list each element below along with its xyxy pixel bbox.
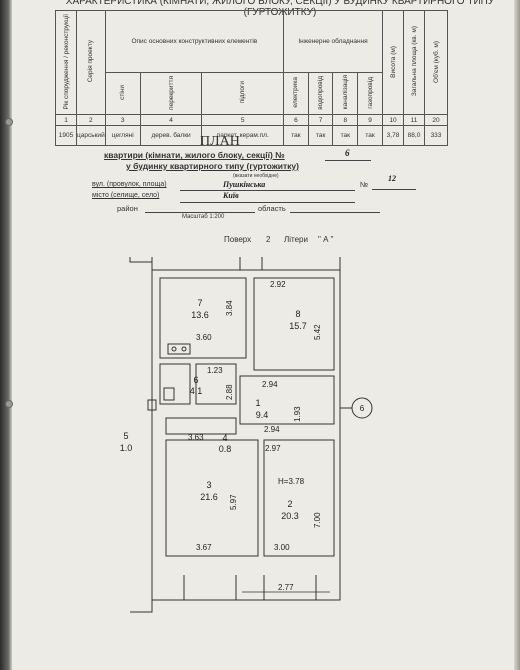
room-no: 5 bbox=[123, 431, 128, 441]
binder-hole bbox=[5, 118, 13, 126]
th-engineering-group: Інженерне обладнання bbox=[283, 10, 383, 73]
room-3-outline bbox=[165, 439, 259, 557]
room-area: 9.4 bbox=[256, 410, 269, 420]
dimension: 7.00 bbox=[313, 512, 322, 528]
dimension: 3.84 bbox=[225, 300, 234, 316]
street-value: Пушкінська bbox=[223, 180, 266, 189]
cell-electric: так bbox=[283, 125, 309, 146]
apartment-outline bbox=[151, 269, 341, 601]
page-edge bbox=[514, 0, 520, 670]
room-1-outline bbox=[239, 375, 335, 425]
house-no-value: 12 bbox=[388, 174, 396, 183]
wall bbox=[129, 257, 152, 263]
room-area: 15.7 bbox=[289, 321, 307, 331]
underline bbox=[372, 189, 416, 190]
room-7-outline bbox=[159, 277, 247, 359]
cell-floor: паркет, керам.пл. bbox=[201, 125, 285, 146]
cell-sewage: так bbox=[332, 125, 359, 146]
dimension: 3.63 bbox=[188, 433, 204, 442]
wall bbox=[130, 600, 153, 613]
room-2-outline bbox=[263, 439, 335, 557]
underline bbox=[325, 160, 371, 161]
apartment-marker-circle bbox=[351, 397, 373, 419]
wc-outline bbox=[195, 363, 237, 405]
underline bbox=[145, 212, 255, 213]
room-no: 3 bbox=[206, 480, 211, 490]
room-no: 8 bbox=[295, 309, 300, 319]
floor-value: 2 bbox=[266, 235, 271, 244]
line1-label: квартири (кімнати, жилого блоку, секції)… bbox=[104, 150, 285, 160]
apartment-marker: 6 bbox=[360, 404, 365, 413]
dimension: 5.42 bbox=[313, 324, 322, 340]
room-area: 13.6 bbox=[191, 310, 209, 320]
cell-floors-slab: дерев. балки bbox=[139, 125, 203, 146]
district-label: район bbox=[117, 204, 138, 213]
line2-hint: (вказати необхідне) bbox=[233, 173, 279, 179]
room-no: 7 bbox=[197, 298, 202, 308]
th-structural-group: Опис основних конструктивних елементів bbox=[104, 10, 285, 73]
dimension: 2.94 bbox=[262, 380, 278, 389]
room-no: 4 bbox=[222, 433, 227, 443]
dimension: 2.77 bbox=[278, 583, 294, 592]
room-area: 20.3 bbox=[281, 511, 299, 521]
cell-volume: 333 bbox=[424, 125, 448, 146]
scale-label: Масштаб 1:200 bbox=[182, 214, 225, 220]
dimension: 3.67 bbox=[196, 543, 212, 552]
binder-hole bbox=[5, 400, 13, 408]
floor-label: Поверх bbox=[224, 235, 252, 244]
cell-walls: цегляні bbox=[104, 125, 141, 146]
dimension: 2.88 bbox=[225, 384, 234, 400]
room-area: 0.8 bbox=[219, 444, 232, 454]
room-4-outline bbox=[165, 417, 237, 435]
apartment-number: 6 bbox=[345, 148, 350, 158]
letter-label: Літери bbox=[284, 235, 308, 244]
characteristics-table: Рік спорудження / реконструкції Серія пр… bbox=[55, 10, 448, 146]
dimension: 3.00 bbox=[274, 543, 290, 552]
fixture-circle bbox=[171, 346, 177, 352]
ceiling-height: H=3.78 bbox=[278, 477, 305, 486]
room-6-outline bbox=[159, 363, 191, 405]
region-label: область bbox=[258, 204, 286, 213]
letter-value: " А " bbox=[318, 235, 334, 244]
dimension: 5.97 bbox=[229, 494, 238, 510]
street-label: вул. (провулок, площа) bbox=[92, 181, 167, 188]
cell-year: 1905 bbox=[55, 125, 77, 146]
binder-edge bbox=[0, 0, 13, 670]
dimension: 2.92 bbox=[270, 280, 286, 289]
sink-fixture bbox=[167, 343, 191, 355]
room-8-outline bbox=[253, 277, 335, 371]
dimension: 1.23 bbox=[207, 366, 223, 375]
dimension: 3.60 bbox=[196, 333, 212, 342]
room-area: 21.6 bbox=[200, 492, 218, 502]
room-no: 2 bbox=[287, 499, 292, 509]
fixture-circle bbox=[181, 346, 187, 352]
underline bbox=[180, 202, 355, 203]
room-area: 4.1 bbox=[190, 386, 203, 396]
house-no-label: № bbox=[360, 180, 369, 189]
room-area: 1.0 bbox=[120, 443, 133, 453]
underline bbox=[180, 190, 355, 191]
toilet-fixture bbox=[163, 387, 175, 401]
dimension: 1.93 bbox=[293, 406, 302, 422]
city-label: місто (селище, село) bbox=[92, 192, 160, 199]
city-value: Київ bbox=[223, 191, 239, 200]
dimension: 2.94 bbox=[264, 425, 280, 434]
line2-label: у будинку квартирного типу (гуртожитку) bbox=[126, 161, 299, 171]
room-no: 1 bbox=[255, 398, 260, 408]
room-no: 6 bbox=[193, 375, 198, 385]
underline bbox=[290, 212, 380, 213]
door-fixture bbox=[147, 399, 157, 411]
dimension: 2.97 bbox=[265, 444, 281, 453]
plan-title: ПЛАН bbox=[200, 134, 240, 149]
